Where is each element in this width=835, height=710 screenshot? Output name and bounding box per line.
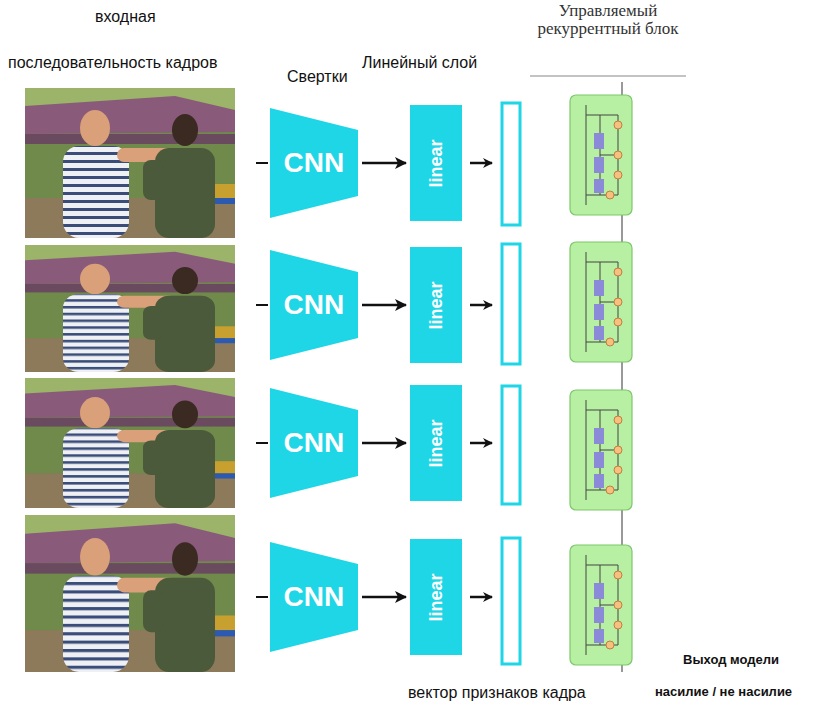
layer-label: linear	[426, 573, 447, 621]
linear-layer: linear	[410, 539, 462, 655]
layer-label: linear	[426, 139, 447, 187]
block-label: CNN	[284, 581, 345, 613]
annotation-label: Линейный слой	[362, 54, 477, 72]
flow-arrow	[362, 442, 406, 445]
flow-arrow	[362, 596, 406, 599]
annotation-label: входная	[95, 8, 156, 26]
flow-arrow	[362, 162, 406, 165]
layer-label: linear	[426, 281, 447, 329]
annotation-label: вектор признаков кадра	[408, 684, 586, 702]
linear-layer: linear	[410, 385, 462, 501]
annotation-label: Выход модели	[683, 652, 779, 667]
linear-layer: linear	[410, 247, 462, 363]
annotation-label: Свертки	[287, 68, 348, 86]
annotation-label: Управляемый рекуррентный блок	[530, 2, 686, 38]
block-label: CNN	[284, 427, 345, 459]
block-label: CNN	[284, 147, 345, 179]
cnn-block: CNN	[270, 250, 358, 360]
cnn-block: CNN	[270, 542, 358, 652]
block-label: CNN	[284, 289, 345, 321]
layer-label: linear	[426, 419, 447, 467]
linear-layer: linear	[410, 105, 462, 221]
flow-arrow	[362, 304, 406, 307]
cnn-block: CNN	[270, 388, 358, 498]
annotation-label: насилие / не насилие	[655, 684, 792, 699]
cnn-block: CNN	[270, 108, 358, 218]
annotation-label: последовательность кадров	[8, 54, 217, 72]
